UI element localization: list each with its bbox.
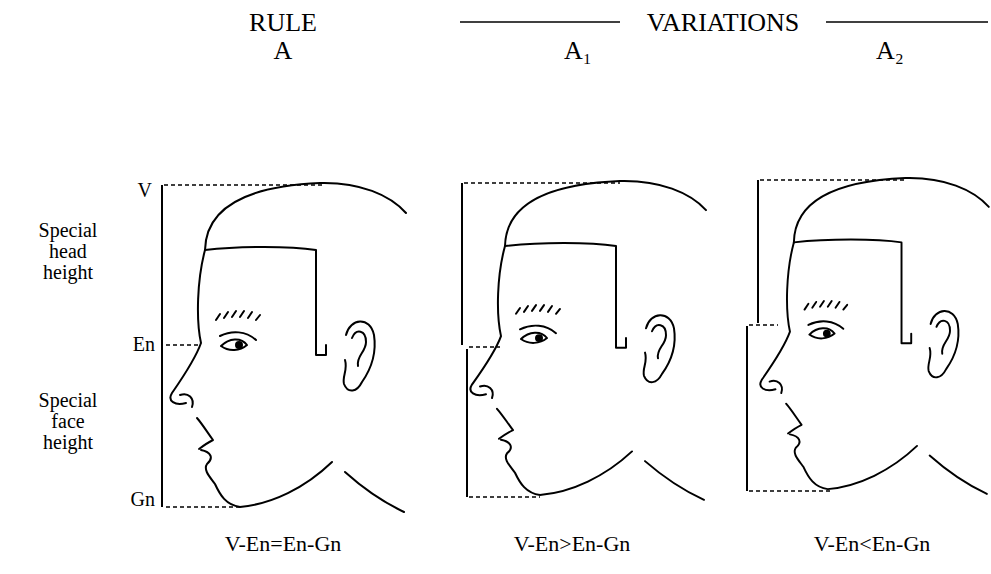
measure-line xyxy=(757,180,759,323)
dotted-guide xyxy=(166,344,200,346)
measure-label: Special head height xyxy=(30,220,106,283)
head-profile xyxy=(760,178,988,494)
head-profile-group xyxy=(760,178,988,494)
dotted-guide xyxy=(749,490,830,492)
dotted-guide xyxy=(469,496,540,498)
formula: V-En=En-Gn xyxy=(183,532,383,555)
dotted-guide xyxy=(760,179,905,181)
head-profile xyxy=(470,181,706,500)
head-profile xyxy=(170,183,406,512)
dotted-guide xyxy=(166,506,240,508)
dotted-guide xyxy=(164,184,322,186)
landmark-label: Gn xyxy=(105,489,155,510)
measure-line xyxy=(746,326,748,491)
formula: V-En>En-Gn xyxy=(472,532,672,555)
dotted-guide xyxy=(464,182,620,184)
formula: V-En<En-Gn xyxy=(772,532,972,555)
column-letter: A₁ xyxy=(528,37,628,64)
measure-line xyxy=(161,185,163,507)
measure-line xyxy=(466,349,468,497)
column-heading: VARIATIONS xyxy=(623,9,823,36)
measure-line xyxy=(461,183,463,345)
measure-label: Special face height xyxy=(30,390,106,453)
dotted-guide xyxy=(469,346,500,348)
head-profile-group xyxy=(470,181,706,500)
dotted-guide xyxy=(749,324,778,326)
header-rule xyxy=(826,21,988,23)
landmark-label: V xyxy=(112,180,152,201)
column-letter: A₂ xyxy=(840,37,940,64)
header-rule xyxy=(460,21,620,23)
landmark-label: En xyxy=(105,334,155,355)
column-letter: A xyxy=(233,37,333,64)
column-heading: RULE xyxy=(183,9,383,36)
